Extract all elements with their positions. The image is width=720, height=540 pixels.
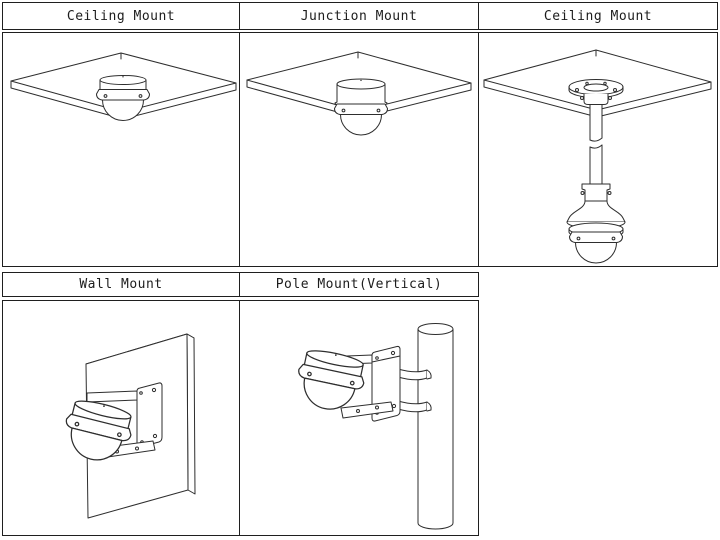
panel-pole-mount <box>239 300 479 536</box>
panel-title-ceiling-mount: Ceiling Mount <box>2 2 240 30</box>
panel-title-label: Junction Mount <box>300 8 418 24</box>
pole-mount-illustration <box>240 323 454 530</box>
panel-title-pole-mount: Pole Mount(Vertical) <box>239 272 479 297</box>
panel-ceiling-pendant-mount <box>478 32 718 267</box>
panel-junction-mount <box>239 32 479 267</box>
ceiling-pendant-mount-illustration <box>483 49 712 264</box>
panel-title-label: Ceiling Mount <box>66 8 176 24</box>
panel-title-label: Wall Mount <box>79 277 163 292</box>
panel-title-label: Ceiling Mount <box>543 8 653 24</box>
panel-ceiling-mount <box>2 32 240 267</box>
wall-mount-illustration <box>3 333 196 519</box>
panel-title-label: Pole Mount(Vertical) <box>275 277 443 292</box>
panel-title-wall-mount: Wall Mount <box>2 272 240 297</box>
panel-wall-mount <box>2 300 240 536</box>
junction-mount-illustration <box>246 51 472 136</box>
panel-title-junction-mount: Junction Mount <box>239 2 479 30</box>
ceiling-mount-illustration <box>10 52 237 266</box>
panel-title-ceiling-pendant-mount: Ceiling Mount <box>478 2 718 30</box>
